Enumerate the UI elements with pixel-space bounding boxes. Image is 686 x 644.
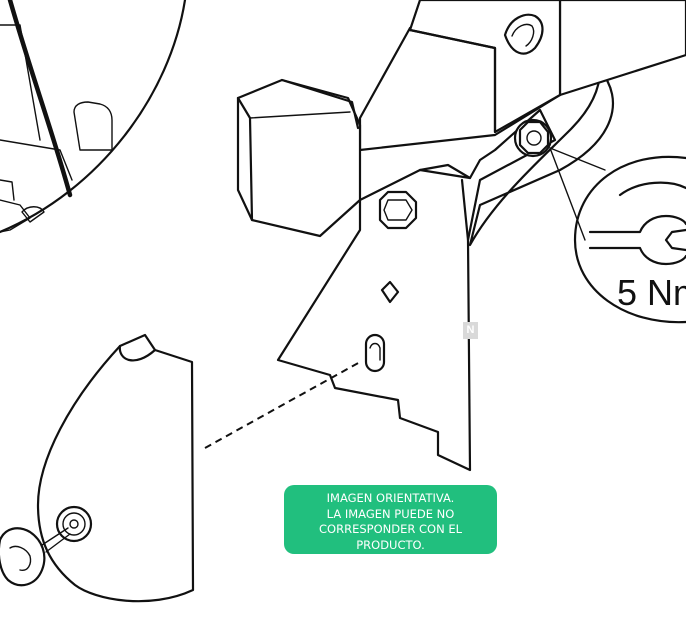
torque-label: 5 Nm	[617, 272, 686, 313]
bar-clamp	[408, 0, 562, 134]
notice-line-1: IMAGEN ORIENTATIVA.	[326, 491, 455, 505]
hex-nut-right	[513, 118, 553, 158]
lock-cylinder	[55, 505, 93, 543]
wrench-icon	[588, 181, 686, 266]
key-icon	[0, 527, 71, 587]
orientative-image-notice: IMAGEN ORIENTATIVA. LA IMAGEN PUEDE NO C…	[284, 485, 497, 554]
notice-line-4: PRODUCTO.	[356, 537, 425, 552]
bar-support-body	[468, 68, 615, 247]
watermark-badge: N	[463, 322, 478, 339]
notice-line-3: CORRESPONDER CON EL	[319, 522, 462, 536]
notice-line-2: LA IMAGEN PUEDE NO	[326, 506, 455, 521]
mounting-bracket	[276, 108, 557, 472]
vehicle-detail-callout	[0, 0, 187, 234]
torque-callout: 5 Nm	[549, 147, 686, 324]
assembly-guide-line	[204, 361, 361, 449]
end-cover-piece	[36, 333, 195, 603]
hex-nut-left	[378, 190, 418, 230]
